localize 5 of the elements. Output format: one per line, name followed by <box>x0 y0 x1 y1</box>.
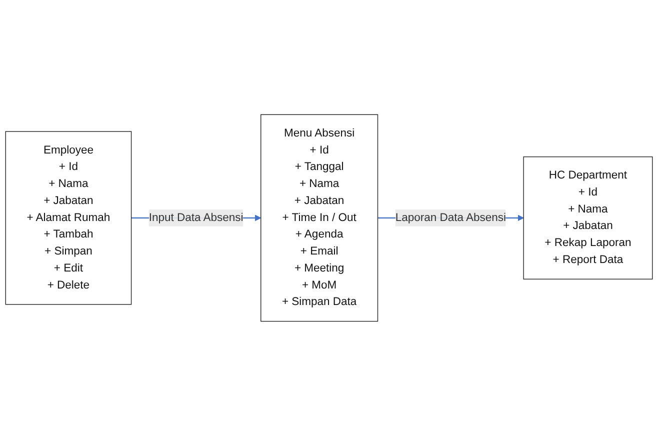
node-box: Employee + Id + Nama + Jabatan + Alamat Rumah + Tambah + Simpan + Edit + Delete <box>5 131 132 305</box>
node-box: HC Department + Id + Nama + Jabatan + Rekap Laporan + Report Data <box>523 156 653 280</box>
edge-label: Laporan Data Absensi <box>395 212 506 224</box>
node-box: Menu Absensi + Id + Tanggal + Nama + Jabatan + Time In / Out + Agenda + Email + Meeting + MoM + Simpan Data <box>260 114 378 322</box>
edge-label: Input Data Absensi <box>148 212 244 224</box>
